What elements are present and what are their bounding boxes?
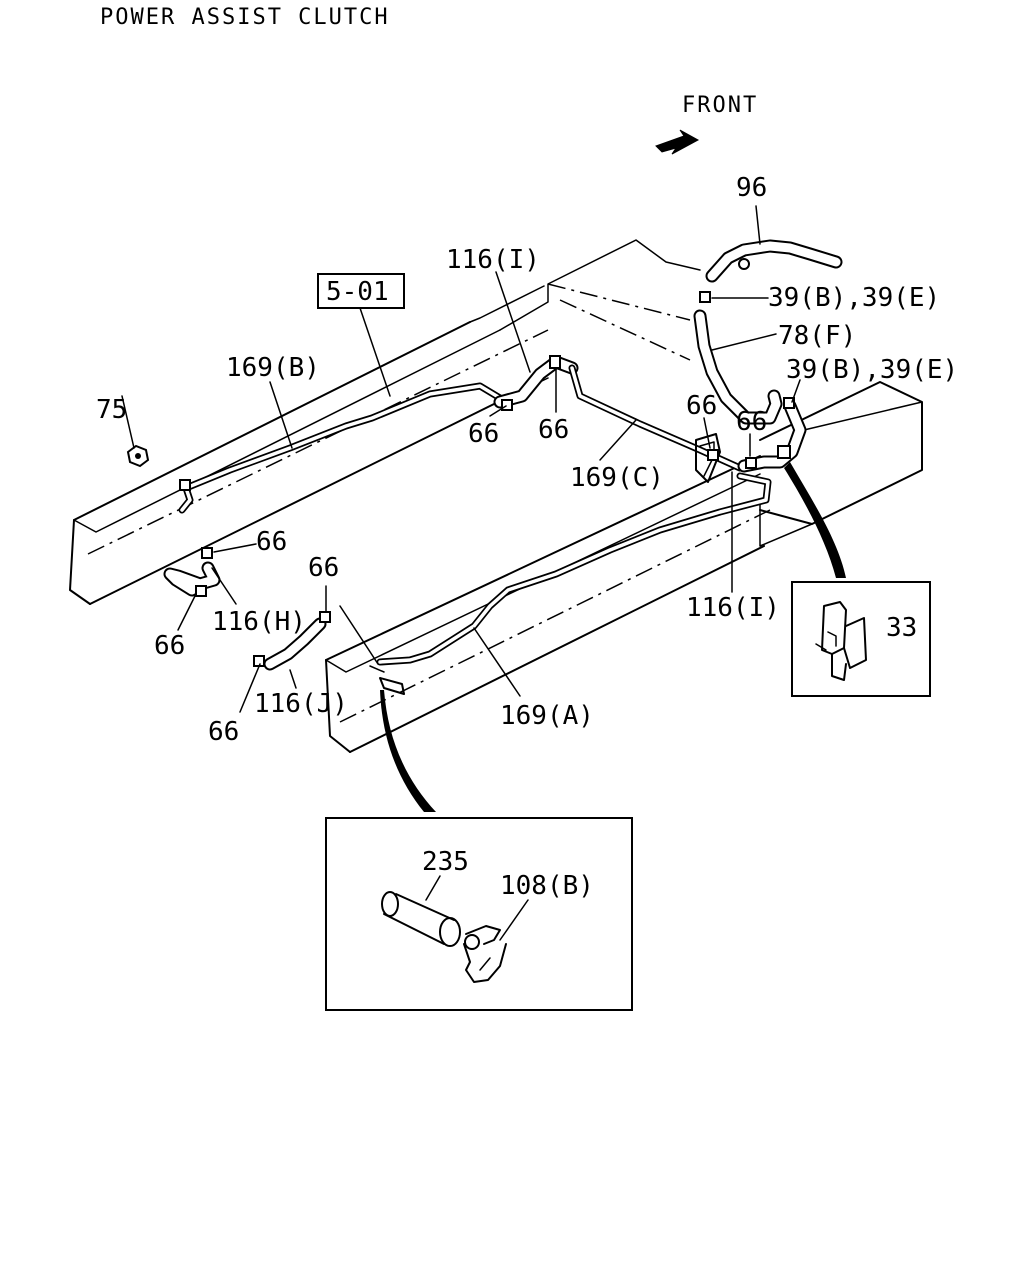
label-116j: 116(J) [254,689,348,719]
label-75: 75 [96,395,127,425]
clip-108b-icon [463,925,507,983]
ref-box-5-01: 5-01 [317,273,405,309]
label-66-a: 66 [468,419,499,449]
label-116h: 116(H) [212,607,306,637]
label-66-e: 66 [256,527,287,557]
ref-box-label: 5-01 [326,277,389,307]
label-96: 96 [736,173,767,203]
frame-rail-upper [69,239,701,605]
label-169c: 169(C) [570,463,664,493]
diagram-title: POWER ASSIST CLUTCH [100,5,390,30]
label-66-b: 66 [538,415,569,445]
label-33: 33 [886,613,917,643]
pipe-end-fitting [369,665,405,695]
front-arrow-icon [655,129,700,155]
label-66-c: 66 [686,391,717,421]
label-66-h: 66 [208,717,239,747]
hose-116h [163,561,221,597]
pipe-169b [178,382,504,514]
hose-116i-upper [493,355,579,409]
label-66-d: 66 [736,407,767,437]
detail-box-235-108b [325,817,633,1011]
label-66-f: 66 [308,553,339,583]
detail-box-33 [791,581,931,697]
pipe-169a [376,472,772,666]
clamp-icon-11 [777,445,791,459]
nut-75-icon [126,444,150,468]
clamp-icon-12 [179,479,191,491]
detail-pointer-lower [380,690,436,812]
sleeve-235-icon [381,891,461,947]
clamp-icon-7 [707,449,719,461]
label-39-mid: 39(B),39(E) [786,355,958,385]
label-39-top: 39(B),39(E) [768,283,940,313]
hose-78f [693,309,783,425]
label-66-g: 66 [154,631,185,661]
hose-96 [705,239,843,283]
frame-rail-lower [325,455,771,753]
leader-lines [121,205,863,713]
label-169b: 169(B) [226,353,320,383]
clamp-icon-6 [549,355,561,369]
clamp-icon-10 [783,397,795,409]
detail-pointer-right [784,462,846,578]
label-235: 235 [422,847,469,877]
front-label: FRONT [682,93,758,118]
label-78f: 78(F) [778,321,856,351]
label-108b: 108(B) [500,871,594,901]
clamp-icon-2 [195,585,207,597]
label-169a: 169(A) [500,701,594,731]
hose-116j [263,617,327,671]
clamp-icon-8 [745,457,757,469]
clamp-icon-9 [699,291,711,303]
label-116i-top: 116(I) [446,245,540,275]
clamp-icon-1 [201,547,213,559]
clamp-icon-5 [501,399,513,411]
clamp-icon-4 [319,611,331,623]
label-116i-right: 116(I) [686,593,780,623]
